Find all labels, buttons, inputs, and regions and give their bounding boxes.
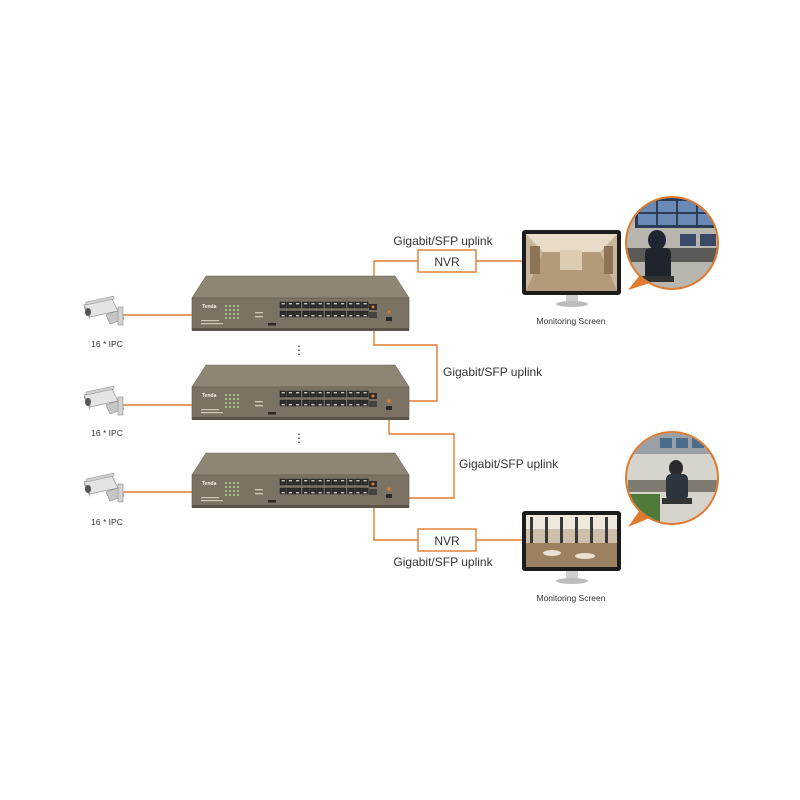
status-led-icon: [224, 393, 240, 409]
cctv-camera-icon: [83, 472, 125, 503]
monitor-icon: [522, 511, 621, 584]
status-led-icon: [224, 304, 240, 320]
switch-brand: Tenda: [202, 481, 217, 487]
cctv-camera-icon: [83, 295, 125, 326]
ethernet-port-icon: [279, 390, 392, 410]
uplink-label-top: Gigabit/SFP uplink: [393, 234, 493, 248]
cascade-label-1: Gigabit/SFP uplink: [443, 365, 543, 379]
camera-label-1: 16 * IPC: [91, 339, 123, 349]
ethernet-port-icon: [279, 301, 392, 321]
bottom-nvr-link: [373, 505, 418, 541]
ethernet-port-icon: [279, 478, 392, 498]
monitor-icon: [522, 230, 621, 307]
ellipsis-2: ⋮: [293, 431, 305, 445]
monitor-label-top: Monitoring Screen: [537, 316, 606, 326]
camera-group: [83, 295, 125, 503]
nvr-box-bottom: NVR: [417, 528, 477, 552]
status-led-icon: [224, 481, 240, 497]
uplink-label-bottom: Gigabit/SFP uplink: [393, 555, 493, 569]
camera-label-3: 16 * IPC: [91, 517, 123, 527]
camera-label-2: 16 * IPC: [91, 428, 123, 438]
poe-switch: Tenda: [191, 452, 410, 508]
nvr-box-top: NVR: [417, 249, 477, 273]
cascade-link-1: [373, 325, 438, 402]
ellipsis-1: ⋮: [293, 343, 305, 357]
poe-switch: Tenda: [191, 275, 410, 331]
monitor-label-bottom: Monitoring Screen: [537, 593, 606, 603]
nvr-label-top: NVR: [434, 255, 460, 269]
switch-brand: Tenda: [202, 393, 217, 399]
control-room-bubble-bottom: [625, 431, 719, 527]
cascade-label-2: Gigabit/SFP uplink: [459, 457, 559, 471]
nvr-label-bottom: NVR: [434, 534, 460, 548]
poe-switch: Tenda: [191, 364, 410, 420]
switch-brand: Tenda: [202, 304, 217, 310]
cctv-camera-icon: [83, 385, 125, 416]
control-room-bubble-top: [625, 196, 719, 290]
cascade-link-2: [388, 412, 455, 499]
